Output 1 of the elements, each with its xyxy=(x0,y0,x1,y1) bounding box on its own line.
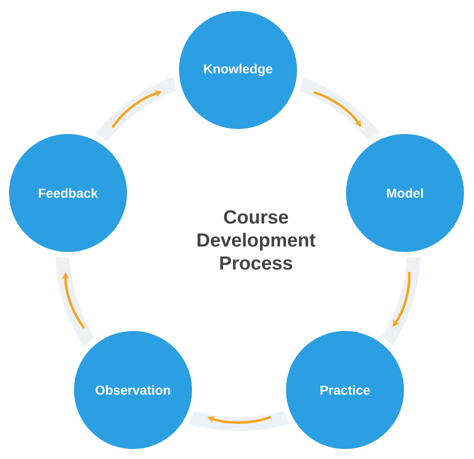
title: Course Development Process xyxy=(198,210,316,270)
